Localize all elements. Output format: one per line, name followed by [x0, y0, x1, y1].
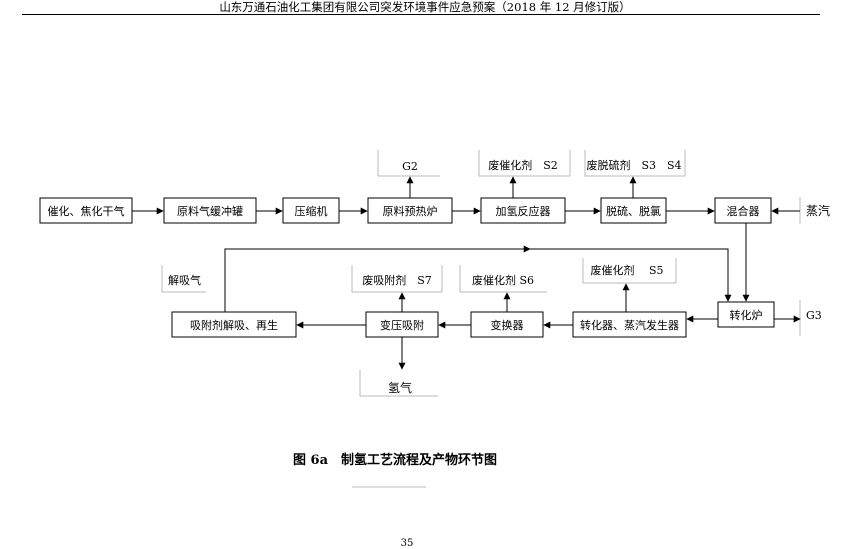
node-compressor-label: 压缩机 — [295, 204, 328, 218]
flow-arrows — [132, 176, 801, 370]
node-mixer: 混合器 — [714, 197, 772, 224]
arrow-desorb-gas-recycle — [224, 248, 732, 312]
node-mixer-label: 混合器 — [727, 204, 760, 218]
node-shift: 变换器 — [470, 311, 544, 338]
label-s7: 废吸附剂 S7 — [351, 265, 443, 293]
label-s7-text: 废吸附剂 S7 — [362, 273, 432, 287]
node-feed-gas: 催化、焦化干气 — [39, 197, 133, 224]
label-s5: 废催化剂 S5 — [582, 258, 677, 284]
node-psa-label: 变压吸附 — [380, 318, 424, 332]
page-number: 35 — [400, 538, 414, 549]
label-s3s4-text: 废脱硫剂 S3 S4 — [586, 158, 681, 172]
node-hydro-reactor: 加氢反应器 — [480, 197, 566, 224]
label-s2: 废催化剂 S2 — [478, 150, 571, 177]
node-reformer-label: 转化炉 — [730, 308, 763, 322]
node-buffer-tank-label: 原料气缓冲罐 — [177, 204, 243, 218]
label-hydrogen: 氢气 — [359, 370, 438, 397]
label-desorb-gas-text: 解吸气 — [168, 273, 201, 287]
node-feed-gas-label: 催化、焦化干气 — [48, 204, 125, 218]
node-shift-label: 变换器 — [491, 318, 524, 332]
node-reformer: 转化炉 — [717, 301, 775, 328]
label-g2: G2 — [377, 150, 440, 177]
node-regen: 吸附剂解吸、再生 — [171, 311, 297, 338]
node-desulfur: 脱硫、脱氯 — [600, 197, 667, 224]
node-desulfur-label: 脱硫、脱氯 — [606, 204, 661, 218]
node-psa: 变压吸附 — [365, 311, 439, 338]
label-s3s4: 废脱硫剂 S3 S4 — [584, 150, 686, 177]
label-hydrogen-text: 氢气 — [388, 380, 412, 395]
node-converter-steam: 转化器、蒸汽发生器 — [572, 311, 687, 338]
label-s6: 废催化剂 S6 — [459, 265, 547, 293]
label-g3: G3 — [799, 300, 822, 336]
node-regen-label: 吸附剂解吸、再生 — [190, 318, 278, 332]
node-preheater-label: 原料预热炉 — [383, 204, 438, 218]
node-buffer-tank: 原料气缓冲罐 — [163, 197, 257, 224]
node-compressor: 压缩机 — [282, 197, 340, 224]
label-s5-text: 废催化剂 S5 — [590, 263, 663, 277]
label-desorb-gas: 解吸气 — [161, 265, 206, 293]
node-preheater: 原料预热炉 — [367, 197, 453, 224]
label-g3-text: G3 — [806, 309, 822, 322]
header-rule — [22, 14, 820, 15]
label-s6-text: 废催化剂 S6 — [472, 273, 534, 287]
page-header-title: 山东万通石油化工集团有限公司突发环境事件应急预案（2018 年 12 月修订版） — [219, 0, 631, 14]
node-hydro-reactor-label: 加氢反应器 — [496, 204, 551, 218]
label-s2-text: 废催化剂 S2 — [488, 158, 558, 172]
figure-caption: 图 6a 制氢工艺流程及产物环节图 — [293, 453, 497, 468]
label-steam-text: 蒸汽 — [806, 203, 830, 218]
label-steam: 蒸汽 — [799, 197, 830, 224]
label-g2-text: G2 — [402, 160, 418, 173]
node-converter-steam-label: 转化器、蒸汽发生器 — [580, 318, 679, 332]
